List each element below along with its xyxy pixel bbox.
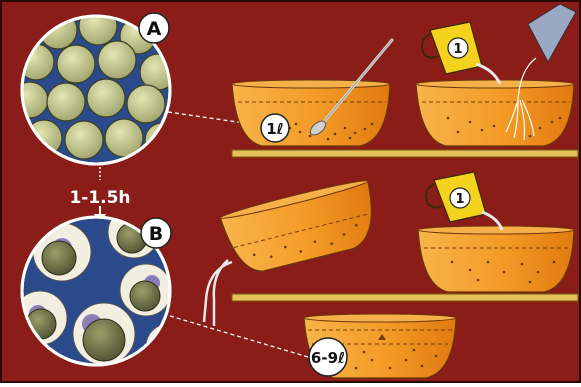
water-amount-final: 6-9ℓ bbox=[311, 349, 345, 367]
bowl-washing bbox=[416, 80, 574, 146]
bowl-grains bbox=[232, 80, 390, 146]
water-badge-final: 6-9ℓ bbox=[309, 338, 347, 376]
label-a-text: A bbox=[147, 18, 162, 40]
water-badge-cup-top: 1 bbox=[448, 38, 468, 58]
shelf-top bbox=[232, 150, 578, 157]
bowl-second-wash bbox=[418, 226, 574, 292]
water-badge-cup-middle: 1 bbox=[450, 188, 470, 208]
duration-label: 1-1.5h bbox=[69, 188, 130, 208]
cup-top-amount: 1 bbox=[453, 42, 462, 57]
label-b-text: B bbox=[149, 223, 163, 245]
cup-middle-amount: 1 bbox=[455, 192, 464, 207]
water-badge-first: 1ℓ bbox=[261, 114, 289, 142]
panel-label-b: B bbox=[141, 218, 171, 248]
panel-label-a: A bbox=[139, 13, 169, 43]
shelf-middle bbox=[232, 294, 578, 301]
water-amount-first: 1ℓ bbox=[266, 120, 284, 138]
